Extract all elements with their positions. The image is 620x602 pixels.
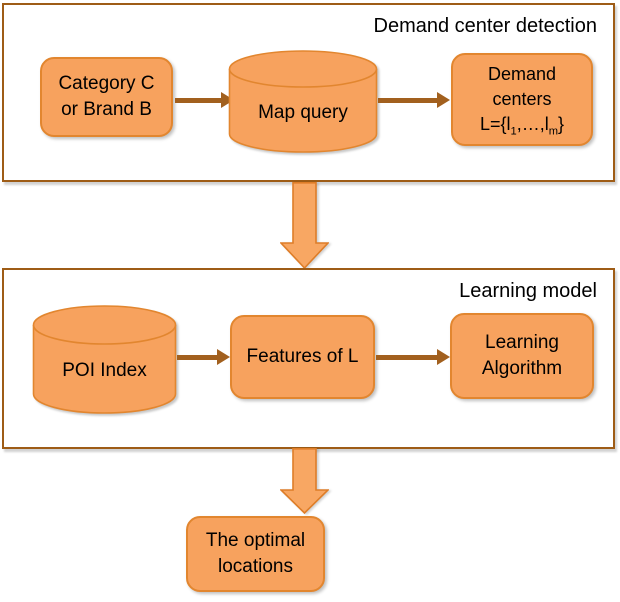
node-category-line1: Category C — [58, 73, 155, 94]
node-category-line2: or Brand B — [61, 99, 152, 120]
cylinder-map-query: Map query — [228, 50, 378, 153]
node-learnalg-line2: Algorithm — [481, 358, 563, 379]
formula-subm: m — [548, 125, 559, 138]
cylinder-poi-index-label: POI Index — [62, 360, 147, 381]
node-demand-formula: L={l1,…,lm} — [480, 112, 564, 137]
database-cylinder-icon — [228, 50, 378, 153]
node-category-or-brand: Category C or Brand B — [40, 57, 173, 137]
arrowhead-icon — [217, 349, 230, 365]
cylinder-poi-index: POI Index — [32, 305, 177, 415]
node-optimal-line1: The optimal — [205, 530, 306, 551]
section-title-demand-center-detection: Demand center detection — [373, 15, 597, 37]
down-block-arrow-icon — [280, 182, 329, 270]
section-title-learning-model: Learning model — [459, 280, 597, 302]
arrow-shaft — [376, 354, 437, 360]
cylinder-map-query-label: Map query — [258, 101, 348, 123]
arrow-features-to-learning — [376, 348, 450, 366]
formula-prefix: L={l — [479, 114, 511, 134]
formula-sub1: 1 — [510, 125, 517, 138]
node-optimal-locations: The optimal locations — [186, 516, 325, 592]
database-cylinder-icon — [32, 305, 177, 414]
node-demand-line2: centers — [492, 89, 552, 109]
block-arrow-down-1 — [280, 182, 329, 270]
node-demand-centers: Demand centers L={l1,…,lm} — [451, 53, 593, 146]
arrow-mapquery-to-demandcenters — [378, 91, 450, 109]
node-features-of-l: Features of L — [230, 315, 375, 399]
arrow-shaft — [175, 97, 221, 103]
formula-mid: ,…,l — [516, 114, 549, 134]
arrow-shaft — [378, 97, 437, 103]
arrowhead-icon — [437, 92, 450, 108]
arrow-shaft — [177, 354, 217, 360]
node-learning-algorithm: Learning Algorithm — [450, 313, 594, 399]
node-features-label: Features of L — [246, 346, 359, 367]
arrowhead-icon — [437, 349, 450, 365]
arrow-category-to-mapquery — [175, 91, 234, 109]
node-learnalg-line1: Learning — [485, 332, 559, 353]
formula-suffix: } — [558, 114, 565, 134]
node-optimal-line2: locations — [218, 556, 293, 577]
block-arrow-down-2 — [280, 448, 329, 515]
down-block-arrow-icon — [280, 448, 329, 515]
node-demand-line1: Demand — [487, 64, 557, 84]
arrow-poi-to-features — [177, 348, 230, 366]
